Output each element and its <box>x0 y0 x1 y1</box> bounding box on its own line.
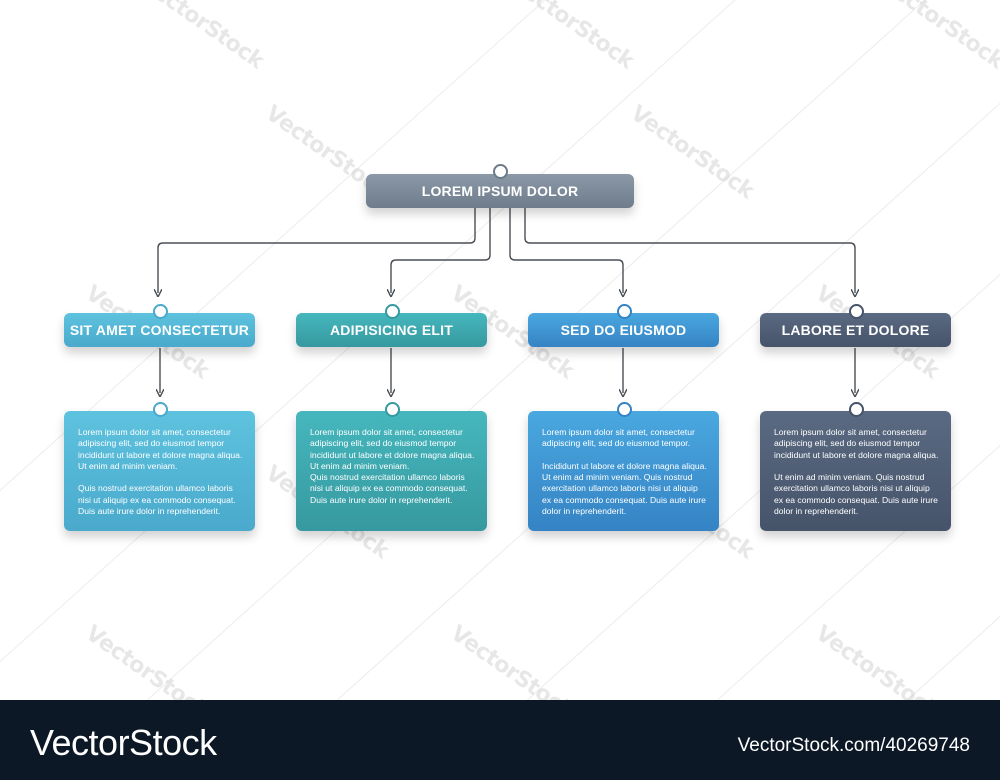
connector-root-to-branch-2 <box>391 208 491 293</box>
branch-1-label: SIT AMET CONSECTETUR <box>69 322 250 338</box>
branch-4-header-dot <box>849 304 864 319</box>
root-node: LOREM IPSUM DOLOR <box>366 174 634 208</box>
branch-1-text-dot <box>153 402 168 417</box>
branch-3-header: SED DO EIUSMOD <box>528 313 719 347</box>
branch-4-text-box: Lorem ipsum dolor sit amet, consectetur … <box>760 411 951 531</box>
branch-3-text: Lorem ipsum dolor sit amet, consectetur … <box>542 427 707 517</box>
branch-1-text-box: Lorem ipsum dolor sit amet, consectetur … <box>64 411 255 531</box>
branch-3-text-box: Lorem ipsum dolor sit amet, consectetur … <box>528 411 719 531</box>
branch-2-text: Lorem ipsum dolor sit amet, consectetur … <box>310 427 475 505</box>
footer-bar: VectorStock VectorStock.com/40269748 <box>0 700 1000 780</box>
branch-2-text-box: Lorem ipsum dolor sit amet, consectetur … <box>296 411 487 531</box>
branch-2-label: ADIPISICING ELIT <box>330 322 453 338</box>
connector-root-to-branch-3 <box>509 208 623 293</box>
branch-4-text-dot <box>849 402 864 417</box>
footer-image-id: VectorStock.com/40269748 <box>737 735 970 756</box>
connector-lines <box>0 208 1000 700</box>
connector-root-to-branch-1 <box>158 208 476 293</box>
branch-3-header-dot <box>617 304 632 319</box>
branch-1-text: Lorem ipsum dolor sit amet, consectetur … <box>78 427 243 517</box>
branch-1-header-dot <box>153 304 168 319</box>
branch-3-text-dot <box>617 402 632 417</box>
root-node-connector-dot <box>493 164 508 179</box>
root-node-label: LOREM IPSUM DOLOR <box>421 183 579 199</box>
branch-4-text: Lorem ipsum dolor sit amet, consectetur … <box>774 427 939 517</box>
footer-brand: VectorStock <box>30 722 217 763</box>
branch-2-header-dot <box>385 304 400 319</box>
branch-3-label: SED DO EIUSMOD <box>560 322 687 338</box>
connector-root-to-branch-4 <box>524 208 855 293</box>
branch-4-label: LABORE ET DOLORE <box>781 322 930 338</box>
branch-2-text-dot <box>385 402 400 417</box>
